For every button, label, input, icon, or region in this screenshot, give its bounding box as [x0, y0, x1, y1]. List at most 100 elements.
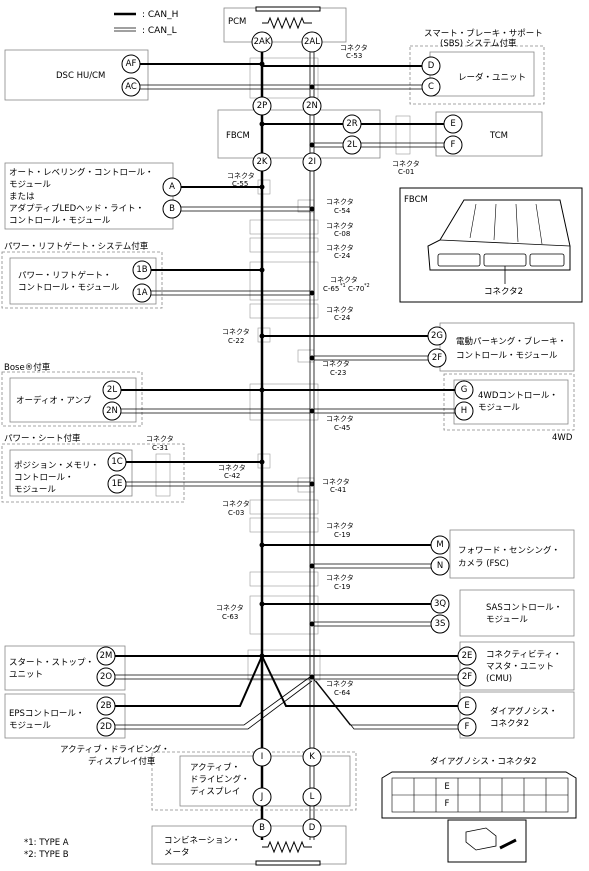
pin-2R-label: 2R	[346, 119, 357, 129]
radar-label: レーダ・ユニット	[458, 72, 526, 83]
pin-AC: AC	[121, 77, 141, 97]
connector-c70-label: C-70	[348, 285, 364, 293]
cmu-line1: コネクティビティ・	[486, 650, 561, 660]
pin-D-sbs: D	[421, 56, 441, 76]
fbcm-inset-title: FBCM	[404, 195, 428, 205]
cmu-box	[459, 641, 575, 691]
seat-note: パワー・シート付車	[4, 433, 81, 444]
connector-c24b-block	[249, 303, 319, 319]
epb-line1: 電動パーキング・ブレーキ・	[456, 336, 566, 347]
pin-I-label: I	[261, 752, 264, 762]
sbs-note-line2: (SBS) システム付車	[440, 38, 517, 49]
pin-J: J	[252, 787, 272, 807]
connector-c24b-label: C-24	[334, 314, 351, 322]
audio-label: オーディオ・アンプ	[16, 395, 92, 406]
svg-text:コネクタ: コネクタ	[322, 359, 350, 368]
pin-2L-audio: 2L	[102, 380, 122, 400]
pin-3Q: 3Q	[430, 594, 450, 614]
meter-line1: コンビネーション・	[164, 836, 240, 846]
connector-c19b-block	[249, 571, 319, 587]
pin-2E-label: 2E	[462, 651, 473, 661]
pin-2I: 2I	[302, 152, 322, 172]
pin-2F-cmu: 2F	[457, 667, 477, 687]
connector-c65-label: C-65	[323, 285, 339, 293]
pin-2L-fbcm-label: 2L	[347, 140, 357, 150]
pin-B-meter: B	[252, 818, 272, 838]
connector-c19a-block	[249, 517, 319, 533]
svg-text:コネクタ: コネクタ	[326, 679, 354, 688]
meter-terminator-resistor	[262, 840, 312, 854]
awd-line2: モジュール	[478, 403, 520, 413]
dsc-label: DSC HU/CM	[56, 71, 105, 81]
pin-2B: 2B	[96, 696, 116, 716]
pins: 2AK 2AL AF AC D C 2P 2N 2R 2L E F 2K 2I …	[96, 31, 477, 838]
pin-2G: 2G	[427, 326, 447, 346]
pin-K: K	[302, 747, 322, 767]
pin-2O-label: 2O	[100, 672, 112, 682]
sbs-note-line1: スマート・ブレーキ・サポート	[424, 28, 543, 39]
pin-AF-label: AF	[126, 59, 137, 69]
meter-line2: メータ	[164, 848, 190, 858]
pin-1A: 1A	[132, 283, 152, 303]
diag-inset-title: ダイアグノシス・コネクタ2	[430, 756, 536, 767]
pin-2F-epb: 2F	[427, 348, 447, 368]
start-stop-box	[4, 645, 126, 691]
pin-2G-label: 2G	[431, 331, 443, 341]
pin-N: N	[430, 556, 450, 576]
pin-2D-label: 2D	[100, 722, 112, 732]
diag-plug-drawing	[465, 827, 497, 851]
pin-F-tcm: F	[443, 135, 463, 155]
pin-M-label: M	[436, 540, 443, 550]
svg-text:コネクタ: コネクタ	[222, 499, 250, 508]
footnote-type-b: *2: TYPE B	[24, 850, 69, 860]
seat-line1: ポジション・メモリ・	[14, 461, 99, 471]
pin-A: A	[162, 177, 182, 197]
epb-box	[439, 322, 575, 372]
pin-2L-fbcm: 2L	[342, 135, 362, 155]
pin-2E: 2E	[457, 646, 477, 666]
eps-line1: EPSコントロール・	[9, 709, 84, 719]
pin-2M-label: 2M	[100, 651, 113, 661]
diag-pin-e: E	[444, 782, 449, 792]
svg-text:コネクタ: コネクタ	[330, 275, 358, 284]
connector-c08-block	[249, 219, 319, 235]
pin-2F-cmu-label: 2F	[462, 672, 472, 682]
awd-note: 4WD	[552, 433, 573, 443]
seat-line3: モジュール	[14, 485, 56, 495]
cmu-line2: マスタ・ユニット	[486, 662, 554, 672]
sbs-option-frame	[409, 45, 545, 105]
liftgate-line2: コントロール・モジュール	[18, 283, 120, 293]
seat-line2: コントロール・	[14, 473, 74, 483]
pin-L-label: L	[310, 792, 315, 802]
pin-D-sbs-label: D	[428, 61, 435, 71]
pin-G: G	[454, 380, 474, 400]
svg-text:コネクタ: コネクタ	[392, 159, 420, 168]
svg-text:コネクタ: コネクタ	[326, 414, 354, 423]
pin-E-diag: E	[457, 696, 477, 716]
pin-AC-label: AC	[125, 82, 137, 92]
leveling-line5: コントロール・モジュール	[9, 216, 111, 226]
pin-D-meter: D	[302, 818, 322, 838]
pin-F-tcm-label: F	[451, 140, 456, 150]
meter-box	[151, 825, 347, 865]
connector-c03-label: C-03	[228, 509, 244, 517]
legend: : CAN_H : CAN_L	[114, 10, 178, 36]
liftgate-box	[9, 257, 157, 305]
add-note-line1: アクティブ・ドライビング・	[60, 744, 170, 755]
connector-c19a-label: C-19	[334, 531, 350, 539]
pin-B-meter-label: B	[259, 823, 265, 833]
connector-c08-label: C-08	[334, 230, 350, 238]
pin-2AK-label: 2AK	[254, 37, 271, 47]
pin-2K: 2K	[252, 152, 272, 172]
pin-L: L	[302, 787, 322, 807]
fbcm-connector-inset: FBCM コネクタ2	[399, 187, 583, 303]
connector-c24a-block	[249, 237, 319, 253]
leveling-line3: または	[9, 192, 35, 202]
pin-K-label: K	[309, 752, 315, 762]
superscript-1: *1	[340, 283, 346, 289]
pin-2N-audio-label: 2N	[106, 406, 118, 416]
pcm-terminator-bar	[255, 6, 321, 12]
pin-J-label: J	[260, 792, 264, 802]
diag-line2: コネクタ2	[490, 719, 529, 729]
connector-c41-label: C-41	[330, 486, 346, 494]
